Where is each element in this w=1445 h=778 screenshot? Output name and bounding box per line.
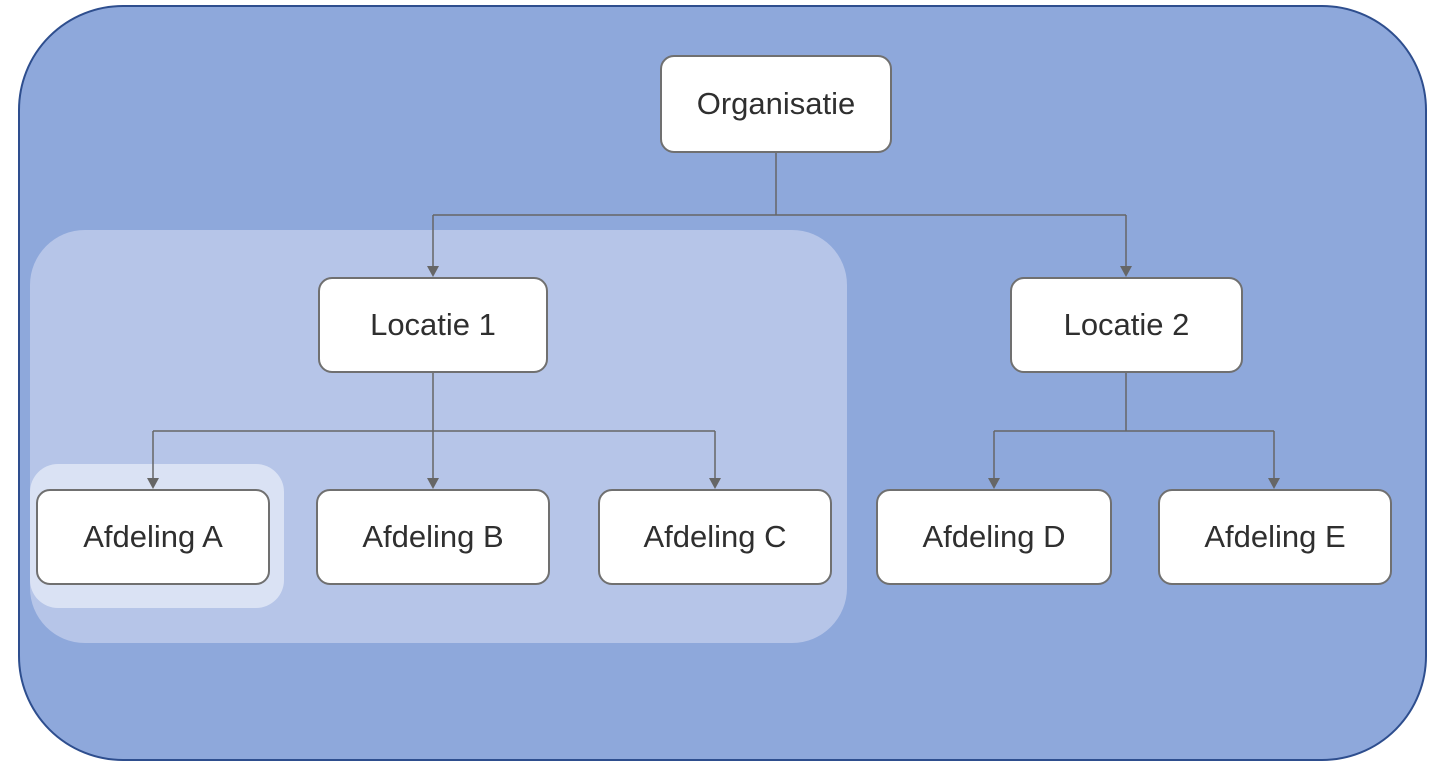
- node-organisatie[interactable]: Organisatie: [660, 55, 892, 153]
- node-locatie-1[interactable]: Locatie 1: [318, 277, 548, 373]
- node-afdeling-e-label: Afdeling E: [1204, 519, 1346, 554]
- node-afdeling-b[interactable]: Afdeling B: [316, 489, 550, 585]
- node-locatie-2-label: Locatie 2: [1063, 307, 1190, 342]
- node-afdeling-d[interactable]: Afdeling D: [876, 489, 1112, 585]
- node-afdeling-e[interactable]: Afdeling E: [1158, 489, 1392, 585]
- node-afdeling-a-label: Afdeling A: [83, 519, 223, 554]
- node-afdeling-b-label: Afdeling B: [362, 519, 504, 554]
- node-locatie-1-label: Locatie 1: [370, 307, 496, 342]
- node-afdeling-a[interactable]: Afdeling A: [36, 489, 270, 585]
- node-organisatie-label: Organisatie: [696, 86, 856, 121]
- node-afdeling-c-label: Afdeling C: [643, 519, 787, 554]
- node-afdeling-d-label: Afdeling D: [922, 519, 1066, 554]
- node-locatie-2[interactable]: Locatie 2: [1010, 277, 1243, 373]
- node-afdeling-c[interactable]: Afdeling C: [598, 489, 832, 585]
